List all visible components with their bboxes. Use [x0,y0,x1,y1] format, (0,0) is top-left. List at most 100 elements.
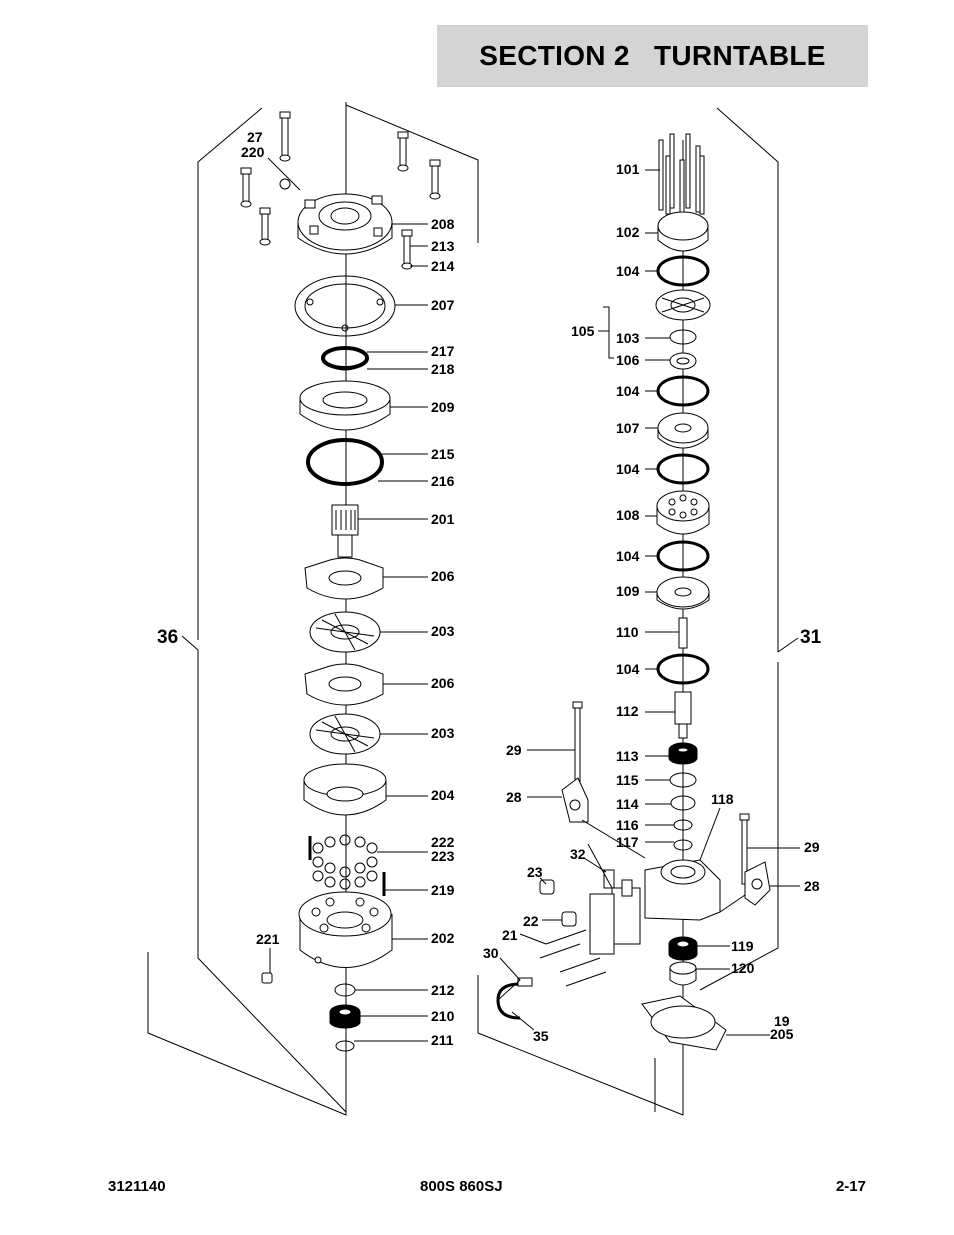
part-208-housing [297,193,393,255]
part-205-gasket [641,995,727,1051]
part-204-piston [303,763,387,816]
callout-103: 103 [616,330,640,346]
part-211-snapring [335,1040,355,1052]
callout-21: 21 [502,927,518,943]
part-114-ring [670,795,696,811]
callout-101: 101 [616,161,640,177]
part-212-spacer [334,983,356,997]
callout-222: 222 [431,834,455,850]
callout-30: 30 [483,945,499,961]
callout-205: 205 [770,1026,794,1042]
callout-114: 114 [616,796,639,812]
callout-28-left: 28 [506,789,522,805]
right-group-bracket [477,107,779,1116]
callout-113: 113 [616,748,639,764]
part-222-223-springs [308,834,386,896]
callout-212: 212 [431,982,455,998]
part-118-housing [611,859,721,945]
part-23-22-32-fittings [539,869,633,955]
callout-219: 219 [431,882,455,898]
part-106-bearing [669,352,697,370]
part-221-plug [261,972,273,984]
callout-211: 211 [431,1032,454,1048]
group-label-36: 36 [157,627,178,648]
callout-206-first: 206 [431,568,455,584]
part-209-bearing [299,380,391,431]
callout-104-fourth: 104 [616,548,640,564]
part-201-shaft [331,504,359,558]
callout-22: 22 [523,913,539,929]
callout-102: 102 [616,224,640,240]
callout-117: 117 [616,834,639,850]
part-102-cover [657,211,709,252]
part-113-bearing [668,742,698,765]
part-203-disc-2 [309,713,381,755]
callout-201: 201 [431,511,455,527]
callout-28-right: 28 [804,878,820,894]
callout-104-third: 104 [616,461,640,477]
part-210-bearing [329,1004,361,1029]
callout-104-second: 104 [616,383,640,399]
callout-104-first: 104 [616,263,640,279]
part-112-shaft [674,691,692,739]
callout-202: 202 [431,930,455,946]
right-leader-lines [497,169,800,1036]
callout-206-second: 206 [431,675,455,691]
footer-model: 800S 860SJ [420,1178,503,1195]
part-105-gear-set [655,289,711,321]
part-110-shaft [678,617,688,649]
part-101-bolts [658,133,705,217]
left-group-bracket [147,104,479,1116]
callout-29-left: 29 [506,742,522,758]
callout-27: 27 [247,129,263,145]
callout-208: 208 [431,216,455,232]
callout-217: 217 [431,343,455,359]
part-28-brackets [561,777,771,906]
callout-109: 109 [616,583,640,599]
callout-223: 223 [431,848,455,864]
part-203-disc-1 [309,611,381,653]
part-207-gasket [294,275,396,337]
part-206-plate-2 [304,663,384,706]
part-103-ring [669,329,697,345]
part-215-216-oring [306,438,384,486]
callout-203-first: 203 [431,623,455,639]
part-202-housing [298,891,393,968]
callout-105: 105 [571,323,595,339]
part-107-plate [657,412,709,449]
part-119-bearing [668,936,698,961]
callout-32: 32 [570,846,586,862]
part-21-bolts [539,929,607,987]
callout-204: 204 [431,787,455,803]
callout-labels: 36 31 27 220 208 213 214 207 217 218 209… [157,129,822,1048]
left-assembly [147,102,479,1116]
part-108-rotor [656,490,710,535]
callout-221: 221 [256,931,280,947]
callout-220: 220 [241,144,265,160]
callout-120: 120 [731,960,755,976]
footer-page-number: 2-17 [835,1178,866,1195]
callout-23: 23 [527,864,543,880]
callout-119: 119 [731,938,754,954]
callout-214: 214 [431,258,455,274]
callout-118: 118 [711,791,734,807]
part-109-plate [656,576,710,610]
bolts-27-213 [240,111,441,270]
part-120-seal [669,961,697,986]
callout-110: 110 [616,624,639,640]
section-header: SECTION 2 TURNTABLE [437,25,868,87]
callout-215: 215 [431,446,455,462]
callout-209: 209 [431,399,455,415]
callout-108: 108 [616,507,640,523]
right-assembly [477,107,800,1116]
left-leader-lines [181,157,428,1042]
callout-207: 207 [431,297,455,313]
callout-210: 210 [431,1008,455,1024]
callout-203-second: 203 [431,725,455,741]
callout-216: 216 [431,473,455,489]
callout-218: 218 [431,361,455,377]
callout-213: 213 [431,238,455,254]
part-206-plate-1 [304,557,384,600]
callout-104-fifth: 104 [616,661,640,677]
